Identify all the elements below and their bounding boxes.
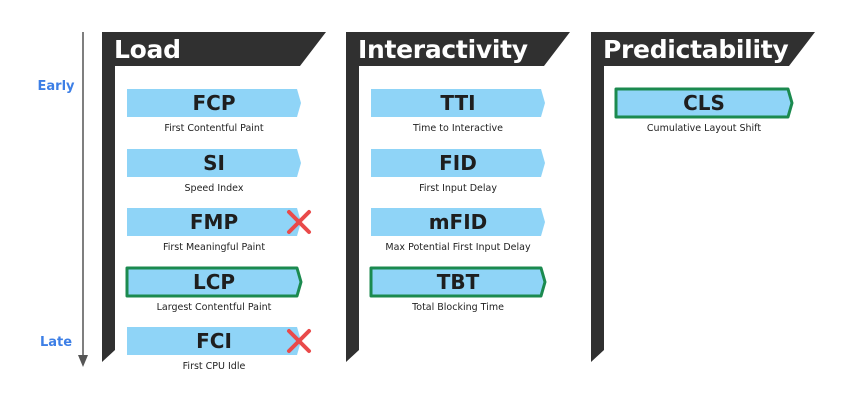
metric-label: Max Potential First Input Delay [385, 242, 531, 253]
axis-label-late: Late [39, 335, 73, 350]
metric-badge [369, 266, 547, 297]
column-title: Interactivity [358, 35, 528, 64]
column-title: Predictability [603, 35, 789, 64]
metric-abbr: FCP [192, 91, 236, 115]
metric-abbr: FMP [189, 210, 239, 234]
deprecated-x-icon [287, 210, 311, 234]
column-title: Load [114, 35, 181, 64]
metric-badge [371, 148, 545, 177]
metric-badge [127, 327, 301, 355]
metric-abbr: TBT [436, 269, 480, 294]
metric-abbr: SI [203, 150, 225, 175]
column-header-band [102, 32, 326, 362]
metric-abbr: LCP [192, 269, 236, 294]
metric-badge [127, 89, 301, 117]
deprecated-x-icon [287, 329, 311, 353]
metric-abbr: FCI [196, 329, 232, 353]
metric-label: First Input Delay [419, 182, 497, 194]
metric-label: Time to Interactive [413, 123, 503, 134]
metric-label: First Meaningful Paint [162, 242, 266, 253]
metric-badge [127, 148, 301, 177]
metric-badge [614, 87, 794, 119]
metric-label: Total Blocking Time [412, 301, 504, 313]
metric-badge [127, 208, 301, 236]
metric-label: Speed Index [184, 182, 244, 194]
column-header-band [346, 32, 570, 362]
metric-abbr: mFID [428, 210, 488, 234]
metric-label: Cumulative Layout Shift [646, 123, 762, 134]
metric-abbr: TTI [440, 91, 476, 115]
metric-badge [125, 266, 303, 297]
metric-abbr: CLS [683, 91, 725, 115]
metric-abbr: FID [439, 150, 477, 175]
metric-label: Largest Contentful Paint [156, 301, 272, 313]
column-header-band [591, 32, 815, 362]
metric-badge [371, 89, 545, 117]
axis-label-early: Early [37, 79, 75, 94]
metric-label: First Contentful Paint [164, 123, 264, 134]
metric-badge [371, 208, 545, 236]
timeline-arrow [78, 32, 88, 367]
metric-label: First CPU Idle [182, 361, 246, 372]
